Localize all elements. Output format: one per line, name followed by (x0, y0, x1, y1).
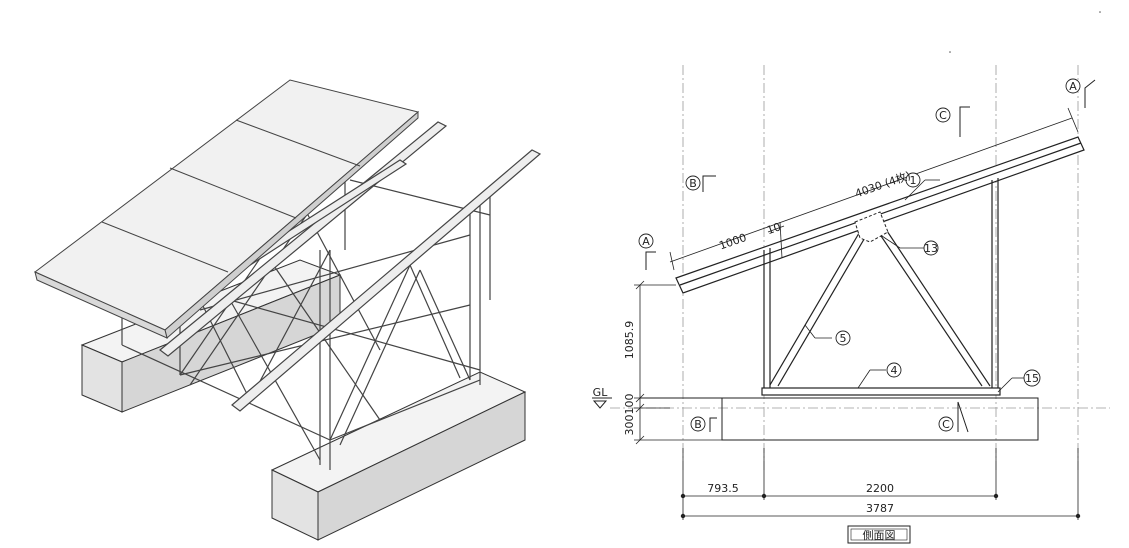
part-number-brace: 5 (840, 332, 847, 345)
dimension-left-offset: 793.5 (707, 482, 739, 495)
section-mark-c-top: C (939, 109, 947, 122)
dimension-offset-small: 10 (765, 220, 783, 237)
section-mark-a-left: A (642, 235, 650, 248)
leader-lines (804, 179, 1024, 393)
section-mark-a-top: A (1069, 80, 1077, 93)
dimension-total: 3787 (866, 502, 894, 515)
section-mark-c-bottom: C (942, 418, 950, 431)
part-number-beam: 4 (891, 364, 898, 377)
dimension-height-left: 1085.9 (623, 321, 636, 360)
dimension-gl-offset: 100 (623, 394, 636, 415)
section-mark-b-bottom: B (694, 418, 702, 431)
support-frame (121, 170, 491, 470)
part-callout-circles (638, 78, 1081, 432)
centerlines (610, 65, 1110, 470)
sloped-dimensions (669, 107, 1079, 271)
part-number-base: 15 (1025, 372, 1039, 385)
view-title: 側面図 (863, 529, 896, 542)
joint-plate (854, 211, 889, 243)
section-flags (645, 79, 1096, 433)
frame-structure (761, 178, 1001, 396)
dimension-foundation-height: 300 (623, 415, 636, 436)
part-number-joint: 13 (924, 242, 938, 255)
section-mark-b-top: B (689, 177, 697, 190)
foundation-block-back (270, 371, 527, 541)
part-number-rail: 1 (910, 174, 917, 187)
corner-marks (949, 11, 1101, 53)
vertical-dimensions (634, 280, 722, 445)
horizontal-dimensions (680, 448, 1081, 520)
solar-panel-array (34, 79, 420, 339)
dimension-top-length: 4030 (4枚) (853, 168, 912, 200)
ground-level-label: GL (593, 386, 609, 399)
ground-line-marker (592, 397, 612, 409)
dimension-panel-width: 1000 (717, 231, 748, 253)
view-title-box: 側面図 (847, 525, 911, 544)
isometric-view (34, 79, 542, 541)
dimension-span: 2200 (866, 482, 894, 495)
